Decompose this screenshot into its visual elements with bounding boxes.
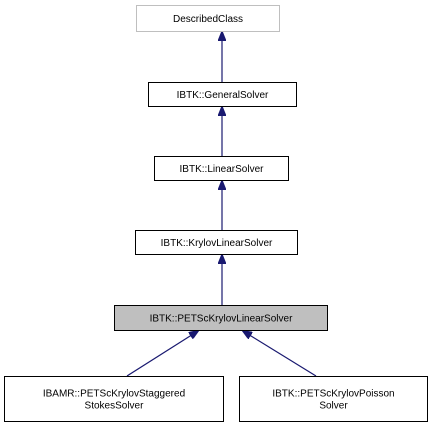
class-name-label: StokesSolver (85, 401, 145, 412)
class-name-label: IBTK::KrylovLinearSolver (161, 238, 273, 249)
class-node-described[interactable]: DescribedClass (136, 5, 280, 32)
class-name-label: IBTK::PETScKrylovPoisson (272, 389, 394, 400)
class-node-box (136, 5, 280, 32)
class-node-box (154, 156, 289, 181)
class-node-petsc: IBTK::PETScKrylovLinearSolver (114, 305, 328, 331)
class-name-label: Solver (319, 401, 348, 412)
inheritance-edges (126, 32, 317, 377)
class-node-box (114, 305, 328, 331)
class-node-box (239, 376, 428, 422)
class-nodes: DescribedClassIBTK::GeneralSolverIBTK::L… (4, 5, 428, 422)
class-node-box (135, 230, 298, 255)
class-node-linear[interactable]: IBTK::LinearSolver (154, 156, 289, 181)
class-name-label: DescribedClass (173, 14, 243, 25)
inheritance-arrow-poisson-to-petsc (243, 331, 317, 377)
class-name-label: IBTK::GeneralSolver (177, 90, 269, 101)
class-node-box (4, 376, 224, 422)
class-node-general[interactable]: IBTK::GeneralSolver (148, 82, 297, 107)
class-name-label: IBTK::PETScKrylovLinearSolver (150, 314, 293, 325)
inheritance-arrow-stokes-to-petsc (126, 331, 198, 377)
class-name-label: IBTK::LinearSolver (180, 164, 265, 175)
class-name-label: IBAMR::PETScKrylovStaggered (43, 389, 185, 400)
class-node-krylov[interactable]: IBTK::KrylovLinearSolver (135, 230, 298, 255)
class-node-box (148, 82, 297, 107)
